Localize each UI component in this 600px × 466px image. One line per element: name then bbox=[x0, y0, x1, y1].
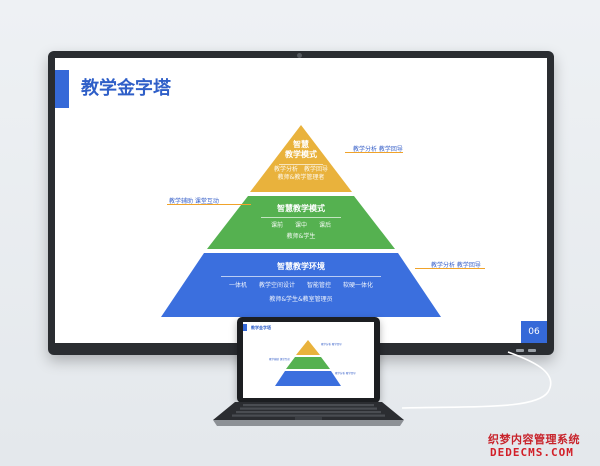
watermark-title: 织梦内容管理系统 bbox=[488, 433, 580, 446]
page-number-badge: 06 bbox=[521, 321, 547, 343]
pyramid-tier-top bbox=[250, 125, 352, 192]
tier-bottom-text: 智慧教学环境 一体机 教学空间设计 智能管控 软硬一体化 教师&学生&教室管理员 bbox=[201, 262, 401, 304]
annotation-bottom-right: 教学分析 教学回导 bbox=[431, 262, 481, 269]
annotation-top-right: 教学分析 教学回导 bbox=[353, 146, 403, 153]
laptop-lid: 教学金字塔 教学分析 教学回导 教学辅助 课堂互动 教学分析 教学回导 bbox=[237, 317, 380, 403]
laptop-title-accent bbox=[243, 324, 247, 331]
touchpad bbox=[295, 417, 322, 420]
keyboard-keys bbox=[232, 404, 385, 417]
tier-middle-divider bbox=[261, 217, 341, 218]
laptop-screen: 教学金字塔 教学分析 教学回导 教学辅助 课堂互动 教学分析 教学回导 bbox=[243, 322, 374, 398]
tier-top-divider bbox=[279, 164, 323, 165]
annotation-top-right-line bbox=[345, 152, 403, 153]
laptop-annotation-2: 教学辅助 课堂互动 bbox=[269, 358, 290, 361]
annotation-middle-left: 教学辅助 课堂互动 bbox=[169, 198, 219, 205]
tier-middle-line-1: 课前 课中 课后 bbox=[270, 222, 331, 229]
laptop-tier-middle bbox=[286, 357, 330, 369]
tier-top-text: 智慧 教学模式 教学分析 教学回导 教师&教学管理者 bbox=[261, 140, 341, 182]
annotation-middle-left-line bbox=[167, 204, 251, 205]
laptop-annotation-1: 教学分析 教学回导 bbox=[321, 343, 342, 346]
tier-middle-line-2: 教师&学生 bbox=[286, 233, 316, 240]
tier-top-line-1: 教学分析 教学回导 bbox=[273, 166, 328, 173]
interactive-display: 教学金字塔 智慧 教学模式 教学分析 教学回导 教师&教学管理者 智慧教学模式 … bbox=[48, 51, 554, 355]
tier-top-title-1: 智慧 bbox=[293, 140, 309, 149]
pyramid-tier-bottom bbox=[161, 253, 441, 317]
laptop-keyboard-base bbox=[213, 402, 404, 426]
display-button[interactable] bbox=[528, 349, 536, 352]
laptop-annotation-3: 教学分析 教学回导 bbox=[335, 372, 356, 375]
tier-bottom-line-1: 一体机 教学空间设计 智能管控 软硬一体化 bbox=[228, 282, 373, 289]
camera-icon bbox=[297, 53, 302, 58]
laptop-slide-title: 教学金字塔 bbox=[251, 325, 271, 330]
tier-top-title-2: 教学模式 bbox=[285, 150, 317, 159]
tier-middle-title: 智慧教学模式 bbox=[277, 204, 325, 213]
laptop-tier-bottom bbox=[275, 371, 341, 386]
title-accent-bar bbox=[55, 70, 69, 108]
tier-top-line-2: 教师&教学管理者 bbox=[277, 174, 325, 181]
pyramid-diagram bbox=[161, 125, 441, 317]
watermark-url: DEDECMS.COM bbox=[490, 446, 574, 459]
annotation-bottom-right-line bbox=[415, 268, 485, 269]
display-screen: 教学金字塔 智慧 教学模式 教学分析 教学回导 教师&教学管理者 智慧教学模式 … bbox=[55, 58, 547, 343]
tier-bottom-line-2: 教师&学生&教室管理员 bbox=[269, 296, 333, 303]
tier-bottom-divider bbox=[221, 276, 381, 277]
tier-bottom-title: 智慧教学环境 bbox=[277, 262, 325, 271]
laptop-tier-top bbox=[296, 340, 320, 355]
slide-title: 教学金字塔 bbox=[81, 78, 171, 98]
laptop-pyramid-diagram bbox=[275, 340, 341, 386]
tier-middle-text: 智慧教学模式 课前 课中 课后 教师&学生 bbox=[251, 204, 351, 241]
pyramid-tier-middle bbox=[207, 196, 395, 249]
display-button[interactable] bbox=[516, 349, 524, 352]
